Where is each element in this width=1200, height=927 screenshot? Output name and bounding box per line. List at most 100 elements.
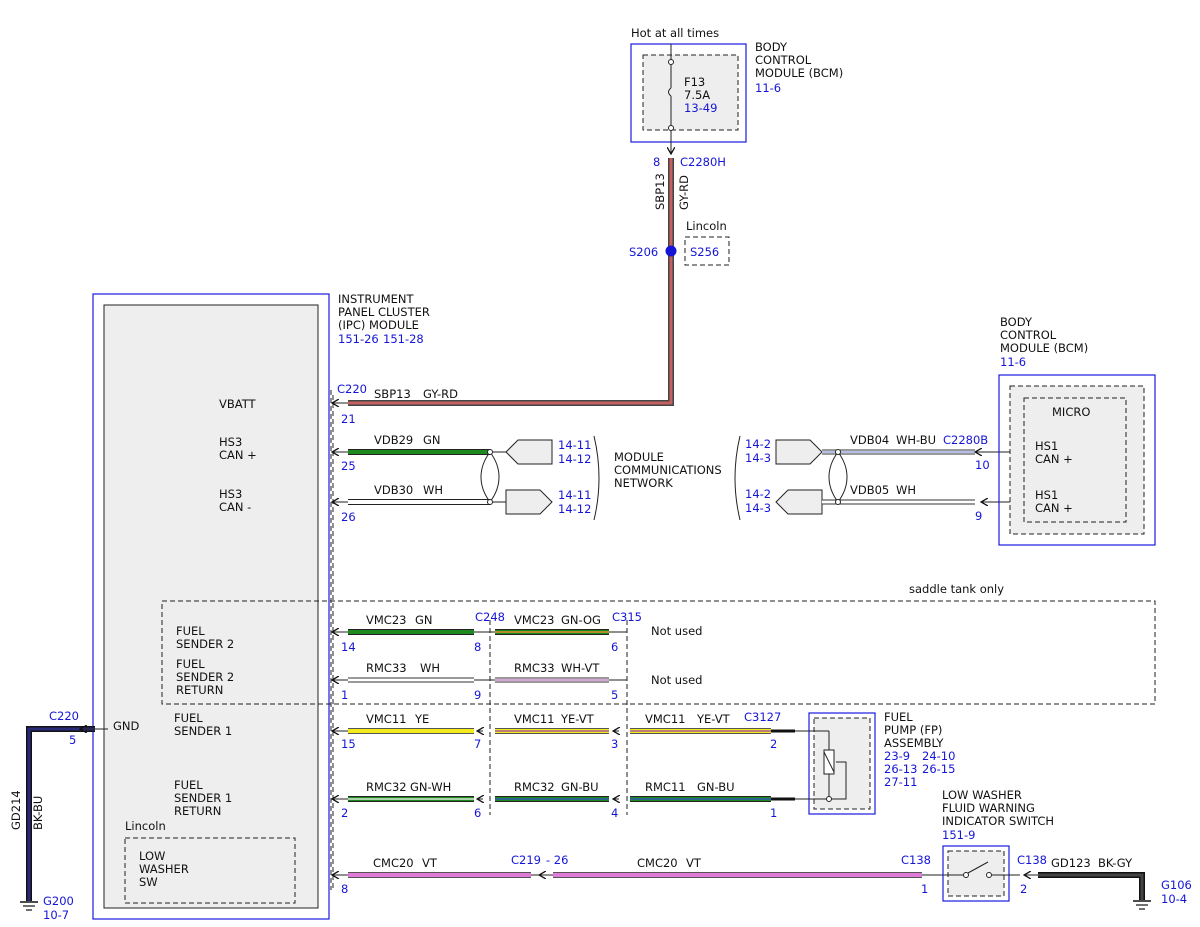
pin-6-c248: 6	[474, 806, 481, 820]
hs1-b-2: CAN +	[1035, 501, 1073, 515]
not-used-1: Not used	[651, 624, 702, 638]
low-washer-sw-box	[124, 837, 296, 904]
connector-c248: C248	[475, 610, 505, 624]
saddle-tank-label: saddle tank only	[909, 582, 1004, 596]
vdb30-color: WH	[423, 483, 443, 497]
ipc-fs1-2: SENDER 1	[174, 724, 232, 738]
splice-s256: S256	[690, 245, 719, 259]
pin-7: 7	[474, 737, 481, 751]
bcm-right-box	[998, 374, 1156, 546]
pin-4: 4	[611, 806, 618, 820]
bcm-top-title-2: CONTROL	[755, 53, 812, 67]
bracket-right	[734, 435, 741, 521]
ipc-fs2r-1: FUEL	[176, 657, 205, 671]
vbatt-circuit: SBP13	[374, 387, 411, 401]
pin-2-c138: 2	[1020, 882, 1027, 896]
ground-gd123	[1024, 875, 1151, 910]
bcm-right-title-1: BODY	[1000, 315, 1033, 329]
ref-14-12-a: 14-12	[558, 452, 591, 466]
fuel-pump-title-1: FUEL	[884, 710, 913, 724]
rmc32-color-2: GN-BU	[561, 780, 599, 794]
vmc11-color-1: YE	[414, 712, 429, 726]
fuel-pump-title-2: PUMP (FP)	[884, 723, 942, 737]
pin-15: 15	[341, 737, 356, 751]
ref-14-2-a: 14-2	[745, 437, 771, 451]
pin-5-c315: 5	[611, 688, 618, 702]
vmc23-circuit-right: VMC23	[514, 613, 554, 627]
bcm-top-inner	[642, 54, 739, 131]
rmc32-circuit-1: RMC32	[366, 780, 407, 794]
splice-s206: S206	[629, 245, 658, 259]
splice-s256-box	[684, 236, 730, 266]
vmc23-color-right: GN-OG	[561, 613, 601, 627]
bcm-top-ref: 11-6	[755, 81, 781, 95]
hot-at-all-times-label: Hot at all times	[631, 26, 719, 40]
network-1: MODULE	[614, 450, 664, 464]
rmc33-circuit-right: RMC33	[514, 661, 555, 675]
ipc-title-2: PANEL CLUSTER	[338, 305, 430, 319]
pin-25: 25	[341, 459, 356, 473]
ipc-ref-1: 151-26	[338, 332, 379, 346]
vdb04-circuit: VDB04	[850, 433, 889, 447]
g200-ref: 10-7	[43, 908, 69, 922]
ipc-gnd: GND	[113, 719, 140, 733]
g200-label: G200	[43, 894, 74, 908]
fuel-pump-title-3: ASSEMBLY	[884, 736, 944, 750]
pin-3: 3	[611, 737, 618, 751]
washer-ref: 151-9	[942, 828, 975, 842]
ipc-fs2-1: FUEL	[176, 624, 205, 638]
pin-9-c248: 9	[474, 688, 481, 702]
vmc23-color-left: GN	[415, 613, 433, 627]
connector-c220-gnd: C220	[49, 709, 79, 723]
pin-21: 21	[341, 412, 356, 426]
vdb05-circuit: VDB05	[850, 483, 889, 497]
vdb29-circuit: VDB29	[374, 433, 413, 447]
vdb04-color: WH-BU	[896, 433, 936, 447]
fuel-pump-ref-5: 27-11	[884, 775, 917, 789]
pin-26: 26	[341, 510, 356, 524]
connector-c219: C219	[511, 853, 541, 867]
network-2: COMMUNICATIONS	[614, 463, 722, 477]
bcm-top-module: Hot at all times BODY CONTROL MODULE (BC…	[630, 26, 843, 210]
fuel-pump-ref-3: 26-13	[884, 762, 917, 776]
connector-c138-left: C138	[901, 853, 931, 867]
bcm-right-module: BODY CONTROL MODULE (BCM) 11-6 MICRO HS1…	[998, 315, 1156, 546]
hs1-a-1: HS1	[1035, 439, 1058, 453]
ipc-title-3: (IPC) MODULE	[338, 318, 419, 332]
circuit-sbp13-vertical: SBP13	[653, 173, 667, 210]
bcm-top-title-3: MODULE (BCM)	[755, 66, 843, 80]
ref-14-11-b: 14-11	[558, 488, 591, 502]
connector-c220: C220	[337, 382, 367, 396]
low-washer-switch: LOW WASHER FLUID WARNING INDICATOR SWITC…	[942, 788, 1054, 902]
low-washer-sw-3: SW	[139, 875, 158, 889]
connector-c138-right: C138	[1017, 853, 1047, 867]
washer-title-3: INDICATOR SWITCH	[942, 814, 1054, 828]
ref-14-11-a: 14-11	[558, 438, 591, 452]
vdb05-color: WH	[896, 483, 916, 497]
hs1-b-1: HS1	[1035, 488, 1058, 502]
washer-title-1: LOW WASHER	[942, 788, 1022, 802]
ipc-fs2r-2: SENDER 2	[176, 670, 234, 684]
ipc-title-1: INSTRUMENT	[338, 292, 415, 306]
rmc11-color: GN-BU	[697, 780, 735, 794]
vbatt-color: GY-RD	[423, 387, 458, 401]
cmc20-color-1: VT	[422, 856, 438, 870]
bk-gy-label: BK-GY	[1098, 856, 1133, 870]
network-3: NETWORK	[614, 476, 673, 490]
ipc-module: INSTRUMENT PANEL CLUSTER (IPC) MODULE 15…	[92, 292, 430, 920]
splice-s206-dot	[665, 245, 677, 257]
splice-lincoln: Lincoln	[686, 219, 727, 233]
connector-c2280h: C2280H	[680, 155, 726, 169]
low-washer-sw-1: LOW	[139, 849, 165, 863]
connector-c2280b: C2280B	[943, 433, 988, 447]
cmc20-circuit-1: CMC20	[373, 856, 414, 870]
ref-14-12-b: 14-12	[558, 502, 591, 516]
cmc20-circuit-2: CMC20	[637, 856, 678, 870]
vmc23-circuit: VMC23	[366, 613, 406, 627]
g106-ref: 10-4	[1161, 892, 1187, 906]
wire-sbp13-gy-rd	[348, 158, 674, 406]
fuel-pump-ref-4: 26-15	[922, 762, 955, 776]
not-used-2: Not used	[651, 673, 702, 687]
rmc33-color-left: WH	[420, 661, 440, 675]
